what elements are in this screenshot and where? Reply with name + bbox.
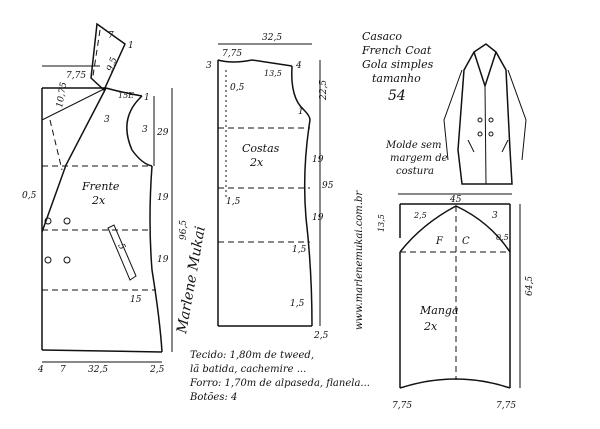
back-piece-qty: 2x [249,156,264,169]
back-95-measure: 95 [322,181,334,191]
title-line4: tamanho [372,72,421,85]
collar-top-measure: 7 [108,31,114,41]
front-neck-measure: 10,75 [55,81,69,108]
back-3-measure: 3 [206,61,212,71]
back-25-measure: 2,5 [313,331,329,341]
note-line1: Molde sem [385,140,442,151]
sleeve-width-measure: 45 [449,195,462,205]
sleeve-back-mark: C [462,236,470,247]
collar-side-measure: 9,5 [105,56,119,73]
back-piece-name: Costas [242,142,280,155]
front-4-measure: 4 [37,365,44,375]
back-19a-measure: 19 [312,155,324,165]
sleeve-05-measure: 0,5 [496,233,509,242]
back-05-measure: 0,5 [230,83,245,93]
collar-piece: 7 9,5 1 [90,22,134,92]
back-19b-measure: 19 [312,213,324,223]
front-965-measure: 96,5 [179,220,189,240]
sleeve-645-measure: 64,5 [525,276,535,296]
materials-tecido2: lã batida, cachemire ... [190,364,306,375]
front-25-measure: 2,5 [149,365,165,375]
title-line1: Casaco [362,30,402,43]
back-15a-measure: 1,5 [226,197,241,207]
front-piece-name: Frente [81,180,120,193]
sleeve-135-measure: 13,5 [377,214,386,232]
front-05-measure: 0,5 [22,191,37,201]
materials-forro: Forro: 1,70m de alpaseda, flanela... [189,378,370,389]
front-piece-qty: 2x [91,194,106,207]
front-325-measure: 32,5 [88,365,108,375]
sleeve-piece-name: Manga [419,304,459,317]
back-1-measure: 1 [298,107,304,117]
materials-botoes: Botões: 4 [189,392,237,403]
back-225-measure: 22,5 [319,80,329,101]
back-piece: 7,75 3 0,5 13,5 4 32,5 22,5 19 19 95 1 1… [206,33,334,341]
sleeve-775b-measure: 7,75 [496,401,516,411]
note-block: Molde sem margem de costura [385,140,448,177]
sleeve-front-mark: F [435,236,444,247]
sleeve-piece-qty: 2x [423,320,438,333]
front-ise-measure: 15E [118,91,134,100]
sleeve-25-measure: 2,5 [413,211,427,220]
collar-one-measure: 1 [128,41,134,51]
signature-text: Marlene Mukai [174,225,209,336]
front-three-a-measure: 3 [104,115,110,125]
title-block: Casaco French Coat Gola simples tamanho … [361,30,434,104]
front-29-measure: 29 [156,128,169,138]
title-line3: Gola simples [362,58,434,71]
back-15b-measure: 1,5 [292,245,307,255]
materials-block: Tecido: 1,80m de tweed, lã batida, cache… [189,350,370,403]
materials-tecido: Tecido: 1,80m de tweed, [190,350,314,361]
note-line3: costura [396,166,434,177]
pocket-5-measure: 5 [115,242,127,252]
front-shoulder-measure: 7,75 [66,71,86,81]
sleeve-3-measure: 3 [492,211,498,221]
front-19a-measure: 19 [157,193,169,203]
sleeve-piece: 45 2,5 3 13,5 0,5 64,5 F C Manga 2x 7,75… [377,193,535,411]
front-three-b-measure: 3 [142,125,148,135]
sleeve-775a-measure: 7,75 [392,401,412,411]
back-135-measure: 13,5 [264,69,282,78]
front-piece: 7,75 10,75 15E 1 3 3 29 0,5 19 19 96,5 1… [22,65,189,375]
back-neck-measure: 7,75 [222,49,242,59]
front-19b-measure: 19 [157,255,169,265]
coat-sketch [443,43,527,185]
back-15c-measure: 1,5 [290,299,305,309]
title-line2: French Coat [361,44,432,57]
website-text: www.marlenemukai.com.br [354,190,365,330]
title-size: 54 [388,88,406,104]
front-one-measure: 1 [144,93,150,103]
back-4-measure: 4 [295,61,302,71]
note-line2: margem de [390,153,448,164]
front-15-measure: 15 [130,295,142,305]
back-width-measure: 32,5 [262,33,282,43]
front-7-measure: 7 [60,365,66,375]
